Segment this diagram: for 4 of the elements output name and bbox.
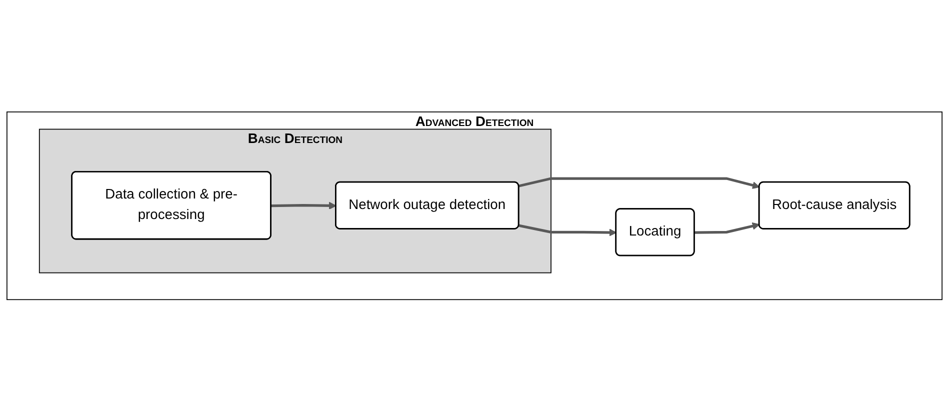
arrow (518, 176, 760, 189)
arrow (518, 224, 617, 236)
arrow (271, 202, 336, 210)
arrow (694, 222, 760, 234)
